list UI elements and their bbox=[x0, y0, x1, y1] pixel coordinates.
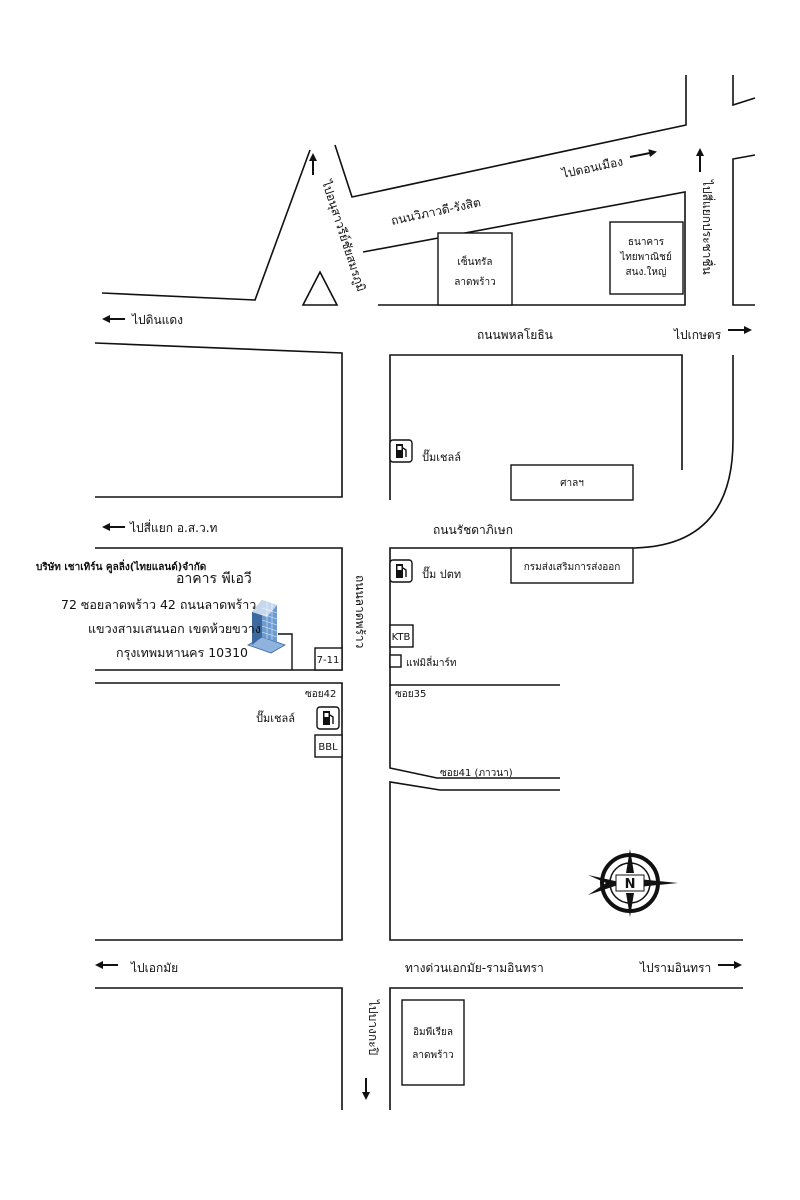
central-label-line2: ลาดพร้าว bbox=[454, 276, 495, 288]
address-line3: กรุงเทพมหานคร 10310 bbox=[116, 645, 248, 661]
road-edge bbox=[732, 75, 756, 107]
road-edge bbox=[101, 149, 311, 301]
familymart-label: แฟมิลี่มาร์ท bbox=[406, 655, 456, 669]
court-label: ศาลฯ bbox=[560, 478, 584, 489]
bbl-label: BBL bbox=[318, 742, 338, 753]
road-label-phaholyothin: ถนนพหลโยธิน bbox=[477, 328, 553, 342]
ptt-label: ปั๊ม ปตท bbox=[422, 566, 461, 581]
soi-label-35: ซอย35 bbox=[395, 689, 426, 700]
direction-label-don-mueang: ไปดอนเมือง bbox=[560, 154, 624, 181]
road-edge bbox=[334, 75, 687, 198]
road-edge bbox=[732, 154, 756, 306]
traffic-island bbox=[301, 270, 339, 306]
road-edge bbox=[95, 987, 343, 1110]
address-line2: แขวงสามเสนนอก เขตห้วยขวาง bbox=[88, 621, 261, 636]
seven-eleven-label: 7-11 bbox=[317, 655, 340, 666]
road-edge bbox=[95, 547, 343, 671]
direction-label-kaset: ไปเกษตร bbox=[673, 328, 722, 342]
court-box bbox=[510, 464, 634, 501]
central-box bbox=[437, 232, 513, 306]
road-edge bbox=[362, 191, 686, 306]
scb-label-line1: ธนาคาร bbox=[628, 237, 665, 248]
arrow-icon bbox=[629, 149, 657, 158]
road-label-vibhavadi: ถนนวิภาวดี-รังสิต bbox=[390, 195, 482, 228]
company-name: บริษัท เชาเทิร์น คูลลิ่ง(ไทยแลนด์)จำกัด bbox=[36, 559, 206, 574]
road-label-lat-phrao: ถนนลาดพร้าว bbox=[353, 575, 367, 648]
imperial-box bbox=[401, 999, 465, 1086]
road-label-expressway: ทางด่วนเอกมัย-รามอินทรา bbox=[405, 961, 544, 975]
export-dept-label: กรมส่งเสริมการส่งออก bbox=[524, 562, 621, 573]
fuel-pump-icon bbox=[316, 706, 340, 730]
central-label-line1: เซ็นทรัล bbox=[457, 254, 492, 268]
ktb-box bbox=[389, 624, 414, 648]
scb-label-line3: สนง.ใหญ่ bbox=[626, 266, 667, 278]
shell-north-label: ปั๊มเชลล์ bbox=[422, 449, 461, 464]
direction-label-din-daeng: ไปดินแดง bbox=[131, 313, 183, 327]
road-edge bbox=[389, 987, 743, 1110]
direction-label-ortorkor: ไปสี่แยก อ.ส.ว.ท bbox=[129, 519, 218, 535]
bbl-box bbox=[314, 734, 343, 758]
office-building-icon bbox=[247, 600, 286, 654]
road-edge bbox=[389, 781, 743, 941]
direction-label-ram-inthra: ไปรามอินทรา bbox=[639, 961, 711, 975]
fuel-pump-icon bbox=[389, 559, 413, 583]
road-edge bbox=[389, 685, 560, 779]
building-name: อาคาร พีเอวี bbox=[176, 571, 252, 587]
imperial-label-line2: ลาดพร้าว bbox=[412, 1049, 453, 1061]
road-edges bbox=[94, 75, 756, 1110]
direction-label-ekkamai: ไปเอกมัย bbox=[130, 961, 178, 975]
direction-label-pracha-chuen: ไปสี่แยกประชาชื่น bbox=[700, 179, 716, 275]
export-dept-box bbox=[510, 547, 634, 584]
imperial-label-line1: อิมพีเรียล bbox=[413, 1026, 453, 1038]
scb-box bbox=[609, 221, 684, 295]
road-edge bbox=[94, 342, 343, 498]
seven-eleven-box bbox=[314, 647, 343, 671]
road-edge bbox=[95, 682, 343, 941]
fuel-pump-icon bbox=[389, 439, 413, 463]
soi-label-41: ซอย41 (ภาวนา) bbox=[440, 768, 513, 779]
direction-arrows bbox=[95, 148, 752, 1100]
place-boxes bbox=[314, 221, 684, 1086]
soi-label-42: ซอย42 bbox=[305, 689, 336, 700]
road-edge bbox=[389, 354, 683, 500]
compass-rose-icon: N bbox=[588, 849, 678, 917]
ktb-label: KTB bbox=[392, 632, 411, 643]
shell-south-label: ปั๊มเชลล์ bbox=[256, 710, 295, 725]
scb-label-line2: ไทยพาณิชย์ bbox=[619, 251, 672, 263]
address-line1: 72 ซอยลาดพร้าว 42 ถนนลาดพร้าว bbox=[61, 597, 256, 612]
building-lot-outline bbox=[278, 633, 293, 670]
familymart-box bbox=[389, 654, 402, 668]
compass-north-letter: N bbox=[625, 877, 636, 892]
direction-label-bang-kapi: ไปบางกะปิ bbox=[366, 999, 380, 1055]
road-label-ratchadaphisek: ถนนรัชดาภิเษก bbox=[433, 523, 513, 537]
